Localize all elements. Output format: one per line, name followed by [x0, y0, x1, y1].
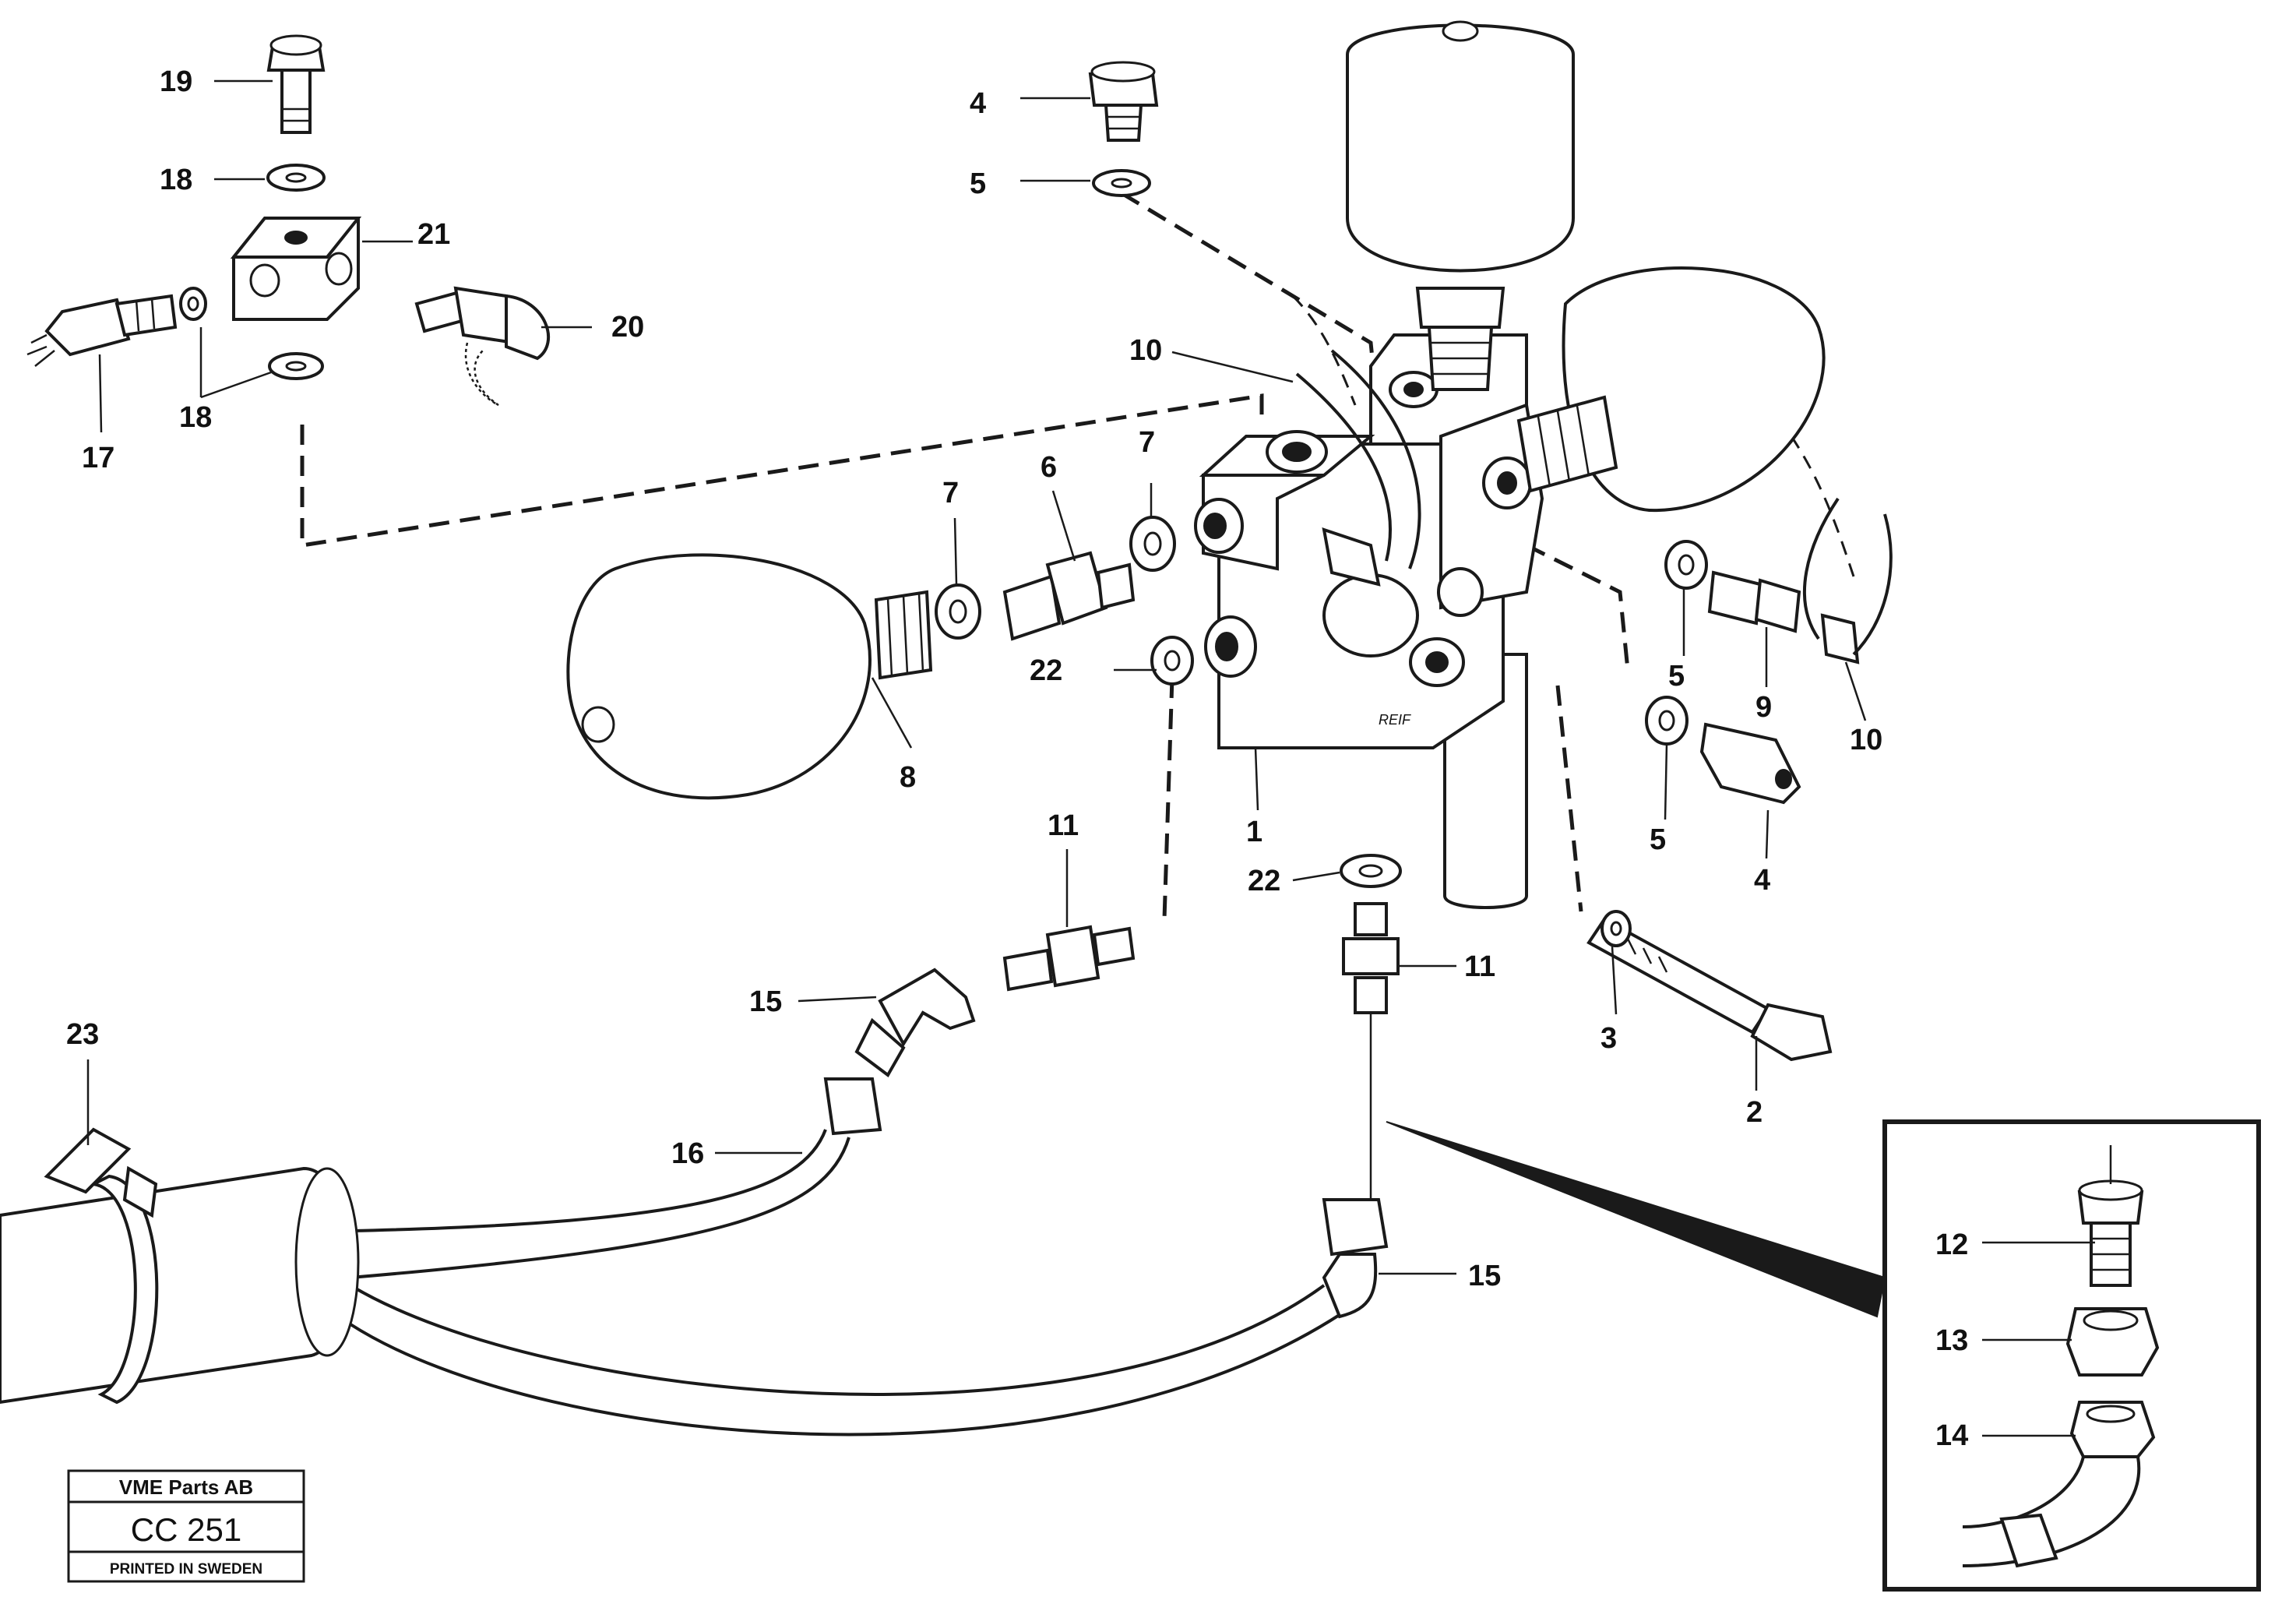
hose-assembly [0, 968, 1389, 1437]
washers-and-adapters [1002, 636, 1402, 1014]
fittings-right-side [1645, 497, 1893, 805]
callout-15-left: 15 [749, 985, 782, 1018]
stamp-company: VME Parts AB [119, 1475, 253, 1499]
callout-8: 8 [900, 761, 916, 794]
bolt-part-2 [1586, 910, 1833, 1062]
callout-9: 9 [1755, 691, 1772, 724]
callout-3: 3 [1601, 1022, 1617, 1055]
accumulator-left-part-8 [566, 553, 933, 800]
tee-block-part-21 [26, 34, 551, 407]
callout-12: 12 [1935, 1229, 1968, 1261]
callout-6: 6 [1041, 451, 1057, 484]
callout-11-right: 11 [1464, 950, 1495, 983]
callout-4-right: 4 [1754, 864, 1770, 897]
callout-20: 20 [611, 311, 644, 344]
callout-19: 19 [160, 65, 192, 98]
dashed-routes [300, 191, 1855, 920]
callout-16: 16 [671, 1137, 704, 1170]
callout-13: 13 [1935, 1324, 1968, 1357]
callout-18-top: 18 [160, 164, 192, 196]
stamp-printed: PRINTED IN SWEDEN [110, 1561, 262, 1578]
callout-22-lower: 22 [1248, 865, 1280, 897]
callout-4-top: 4 [970, 87, 986, 120]
callout-18-bottom: 18 [179, 401, 212, 434]
callout-15-right: 15 [1468, 1260, 1501, 1292]
hose-part-10 [1295, 349, 1421, 587]
callout-7-right: 7 [1139, 426, 1155, 459]
valve-body-part-1: REIF [1194, 333, 1544, 909]
stamp-code: CC 251 [131, 1511, 241, 1548]
accumulator-top [1346, 20, 1575, 391]
accumulator-right [1516, 266, 1826, 513]
screw-part-4-top [1088, 61, 1159, 197]
body-marking: REIF [1379, 712, 1411, 728]
callout-5-top: 5 [970, 167, 986, 200]
title-stamp: VME Parts AB CC 251 PRINTED IN SWEDEN [67, 1469, 305, 1583]
callout-14: 14 [1935, 1419, 1968, 1452]
callout-10-right: 10 [1850, 724, 1882, 756]
callout-21: 21 [417, 218, 450, 251]
fittings-left-port [935, 516, 1176, 641]
callout-11-left: 11 [1048, 809, 1079, 842]
callout-23: 23 [66, 1018, 99, 1051]
leader-lines [86, 79, 2095, 1437]
callout-1: 1 [1246, 816, 1262, 848]
inset-pointer [1386, 1121, 1886, 1318]
callout-7-left: 7 [942, 477, 959, 509]
callout-22-upper: 22 [1030, 654, 1062, 687]
callout-10-top: 10 [1129, 334, 1162, 367]
callout-2: 2 [1746, 1096, 1762, 1129]
detail-inset [1882, 1119, 2261, 1592]
callout-5-right-lower: 5 [1650, 823, 1666, 856]
callout-5-right-upper: 5 [1668, 660, 1685, 693]
callout-17: 17 [82, 442, 114, 474]
callout-numbers: 19 18 21 20 18 17 4 5 10 7 6 7 8 22 1 22… [66, 65, 1968, 1452]
